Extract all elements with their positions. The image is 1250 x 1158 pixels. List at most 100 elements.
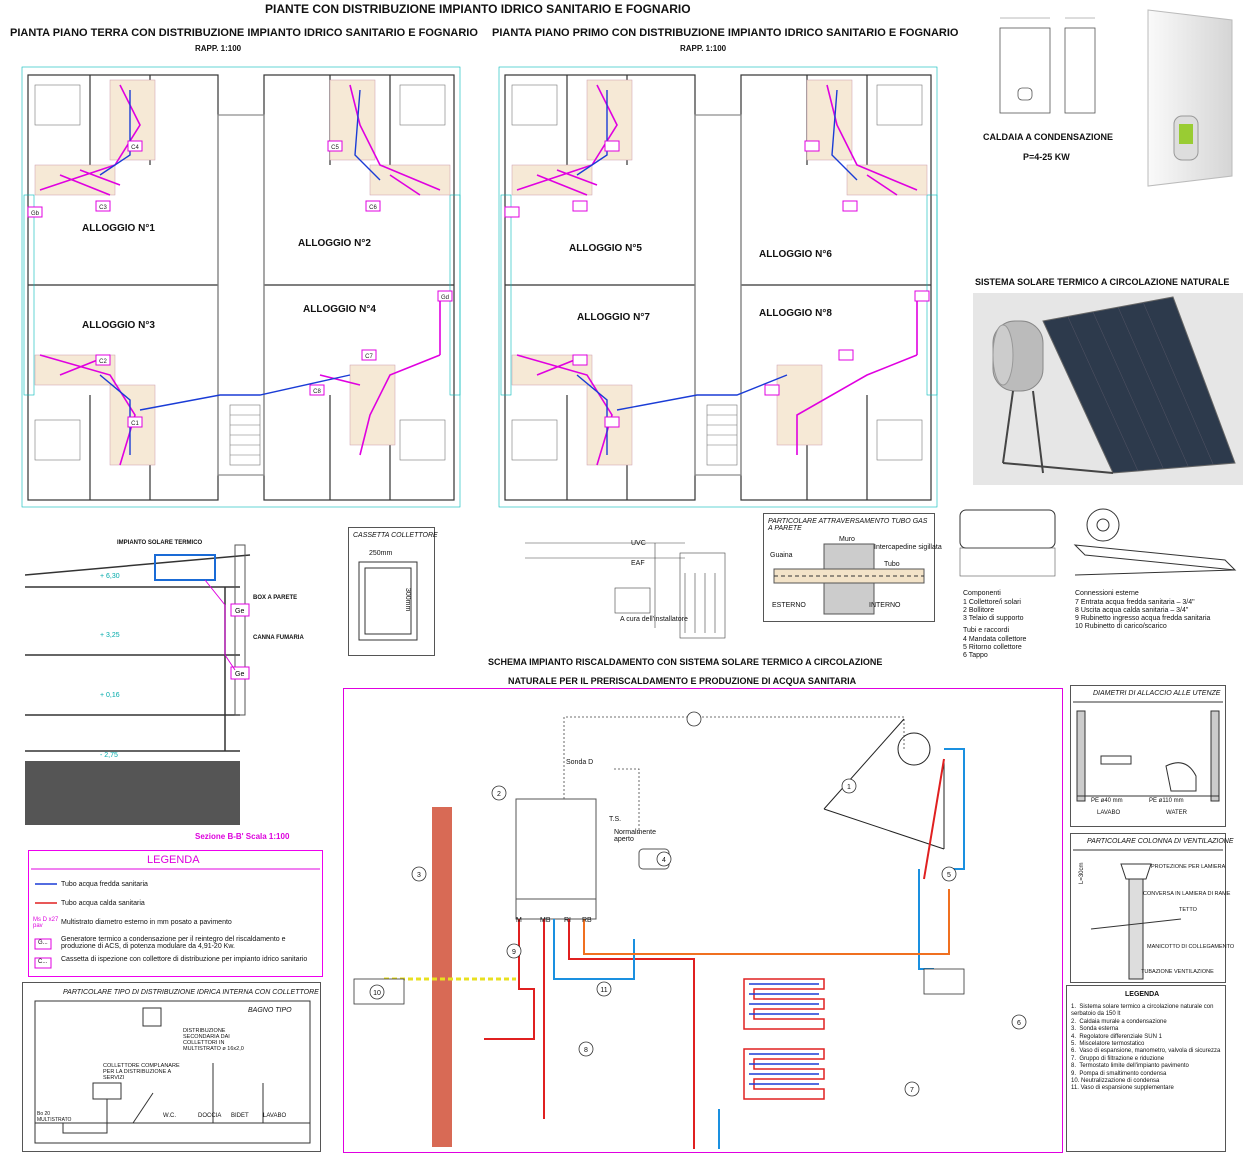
plan-ground-scale: RAPP. 1:100 — [195, 44, 242, 53]
diametri-item-3: LAVABO — [1097, 810, 1121, 816]
legend-main-item-1: Tubo acqua fredda sanitaria — [61, 881, 148, 888]
small-schema: UVC EAF A cura dell'installatore — [505, 528, 755, 643]
section-caption: Sezione B-B' Scala 1:100 — [195, 832, 290, 841]
solar-photo — [973, 293, 1243, 485]
schema-label-ts: T.S. — [609, 816, 622, 823]
legend-main-symbol-1: Ms D x27 pav — [33, 917, 59, 929]
gas-label-guaina: Guaina — [770, 552, 793, 559]
legend-schema-item-4: 4. Regolatore differenziale SUN 1 — [1071, 1033, 1162, 1040]
legend-schema-item-3: 3. Sonda esterna — [1071, 1026, 1119, 1033]
unit-3-label: ALLOGGIO N°3 — [82, 320, 155, 331]
section-label-solar: IMPIANTO SOLARE TERMICO — [117, 540, 203, 546]
ventilazione-item-4: MANICOTTO DI COLLEGAMENTO — [1147, 944, 1235, 950]
boiler-drawing — [985, 8, 1110, 118]
unit-5-label: ALLOGGIO N°5 — [569, 243, 642, 254]
ground-floor-plan: C4 C3 C5 C6 C1 C2 C7 C8 Gb Gd ALLOGGIO N… — [20, 55, 462, 523]
gas-detail-title: PARTICOLARE ATTRAVERSAMENTO TUBO GAS A P… — [768, 518, 928, 532]
tag-c8: C8 — [313, 389, 321, 395]
legend-main-item-2: Tubo acqua calda sanitaria — [61, 900, 145, 907]
ventilazione-dim: L=30cm — [1079, 862, 1085, 884]
tag-c2: C2 — [99, 359, 107, 365]
boiler-power: P=4-25 KW — [1023, 152, 1070, 162]
legend-schema-item-8: 8. Termostato limite dell'impianto pavim… — [1071, 1063, 1189, 1070]
tank-conn-title: Connessioni esterne — [1075, 590, 1139, 597]
svg-text:5: 5 — [947, 872, 951, 879]
tag-gb: Gb — [31, 211, 40, 217]
boiler-photo — [1140, 6, 1240, 188]
legend-main-title: LEGENDA — [147, 854, 200, 866]
schema-conn-ri: RI — [564, 917, 571, 924]
cassetta-box: CASSETTA COLLETTORE 250mm 300mm — [348, 527, 438, 656]
svg-text:7: 7 — [910, 1087, 914, 1094]
boiler-title: CALDAIA A CONDENSAZIONE — [983, 132, 1113, 142]
cassetta-title: CASSETTA COLLETTORE — [353, 532, 438, 539]
tank-conn-3: 9 Rubinetto ingresso acqua fredda sanita… — [1075, 615, 1211, 622]
ventilazione-title: PARTICOLARE COLONNA DI VENTILAZIONE — [1087, 838, 1234, 845]
svg-text:11: 11 — [600, 987, 607, 994]
unit-4-label: ALLOGGIO N°4 — [303, 304, 376, 315]
tag-c4: C4 — [131, 145, 139, 151]
plan-first-scale: RAPP. 1:100 — [680, 44, 727, 53]
bath-detail-room: BAGNO TIPO — [248, 1007, 292, 1014]
legend-schema-item-7: 7. Gruppo di filtrazione e riduzione — [1071, 1055, 1165, 1062]
tank-detail: Componenti 1 Collettore/i solari 2 Bolli… — [935, 495, 1245, 680]
schema-conn-mb: MB — [540, 917, 551, 924]
bath-detail: PARTICOLARE TIPO DI DISTRIBUZIONE IDRICA… — [22, 982, 321, 1152]
tag-gd: Gd — [441, 295, 449, 301]
section-tag-ge-2: Ge — [235, 671, 244, 678]
section-drawing: Ge Ge IMPIANTO SOLARE TERMICO BOX A PARE… — [24, 535, 304, 840]
diametri-item-4: WATER — [1166, 810, 1187, 816]
tank-tubes-title: Tubi e raccordi — [963, 627, 1010, 634]
tank-tube-2: 5 Ritorno collettore — [963, 644, 1022, 651]
svg-text:6: 6 — [1017, 1020, 1021, 1027]
small-schema-uvc: UVC — [631, 540, 646, 547]
bath-label-bidet: BIDET — [231, 1113, 249, 1119]
tag-c6: C6 — [369, 205, 377, 211]
legend-schema-item-9: 9. Pompa di smaltimento condensa — [1071, 1070, 1167, 1077]
tag-c3: C3 — [99, 205, 107, 211]
ventilazione-item-2: CONVERSA IN LAMIERA DI RAME — [1143, 891, 1231, 897]
tank-components-title: Componenti — [963, 590, 1001, 597]
diametri-title: DIAMETRI DI ALLACCIO ALLE UTENZE — [1093, 690, 1221, 697]
first-floor-plan: ALLOGGIO N°5 ALLOGGIO N°6 ALLOGGIO N°7 A… — [497, 55, 939, 523]
unit-8-label: ALLOGGIO N°8 — [759, 308, 832, 319]
small-schema-note: A cura dell'installatore — [620, 616, 688, 623]
legend-main-item-3: Multistrato diametro esterno in mm posat… — [61, 919, 232, 926]
legend-main: LEGENDA Tubo acqua fredda sanitaria Tubo… — [28, 850, 323, 977]
tank-tube-3: 6 Tappo — [963, 652, 988, 659]
bath-label-wc: W.C. — [163, 1113, 176, 1119]
legend-main-item-5: Cassetta di ispezione con collettore di … — [61, 956, 308, 963]
main-title: PIANTE CON DISTRIBUZIONE IMPIANTO IDRICO… — [265, 2, 691, 16]
svg-text:10: 10 — [373, 990, 381, 997]
ventilazione-item-1: PROTEZIONE PER LAMIERA — [1151, 864, 1226, 870]
level-3: + 0,16 — [100, 692, 120, 699]
diametri-detail: DIAMETRI DI ALLACCIO ALLE UTENZE PE ø40 … — [1070, 685, 1226, 827]
section-label-canna: CANNA FUMARIA — [253, 635, 304, 641]
legend-schema-title: LEGENDA — [1125, 991, 1160, 998]
bath-label-doccia: DOCCIA — [198, 1113, 222, 1119]
tag-c5: C5 — [331, 145, 339, 151]
svg-text:1: 1 — [847, 784, 851, 791]
plan-first-title: PIANTA PIANO PRIMO CON DISTRIBUZIONE IMP… — [492, 27, 959, 39]
legend-schema-item-1: 1. Sistema solare termico a circolazione… — [1071, 1004, 1214, 1018]
diametri-item-2: PE ø110 mm — [1149, 798, 1184, 804]
unit-1-label: ALLOGGIO N°1 — [82, 223, 155, 234]
plan-ground-title: PIANTA PIANO TERRA CON DISTRIBUZIONE IMP… — [10, 27, 478, 39]
legend-main-symbol-3: C... — [38, 959, 48, 965]
cassetta-width: 250mm — [369, 550, 393, 557]
level-2: + 3,25 — [100, 632, 120, 639]
legend-schema-item-2: 2. Caldaia murale a condensazione — [1071, 1018, 1167, 1025]
schema-label-normally-open: Normalmente aperto — [614, 829, 657, 843]
section-label-box: BOX A PARETE — [253, 595, 298, 601]
tank-tube-1: 4 Mandata collettore — [963, 636, 1027, 643]
gas-label-tubo: Tubo — [884, 561, 900, 568]
bath-detail-title: PARTICOLARE TIPO DI DISTRIBUZIONE IDRICA… — [63, 989, 319, 996]
bath-label-multistrato: Bo 20 MULTISTRATO — [37, 1111, 72, 1123]
solar-title: SISTEMA SOLARE TERMICO A CIRCOLAZIONE NA… — [975, 277, 1230, 287]
tank-conn-1: 7 Entrata acqua fredda sanitaria – 3/4" — [1075, 599, 1195, 606]
level-1: + 6,30 — [100, 573, 120, 580]
ventilazione-item-5: TUBAZIONE VENTILAZIONE — [1141, 969, 1214, 975]
ventilazione-detail: PARTICOLARE COLONNA DI VENTILAZIONE L=30… — [1070, 833, 1234, 983]
level-4: - 2,75 — [100, 752, 118, 759]
